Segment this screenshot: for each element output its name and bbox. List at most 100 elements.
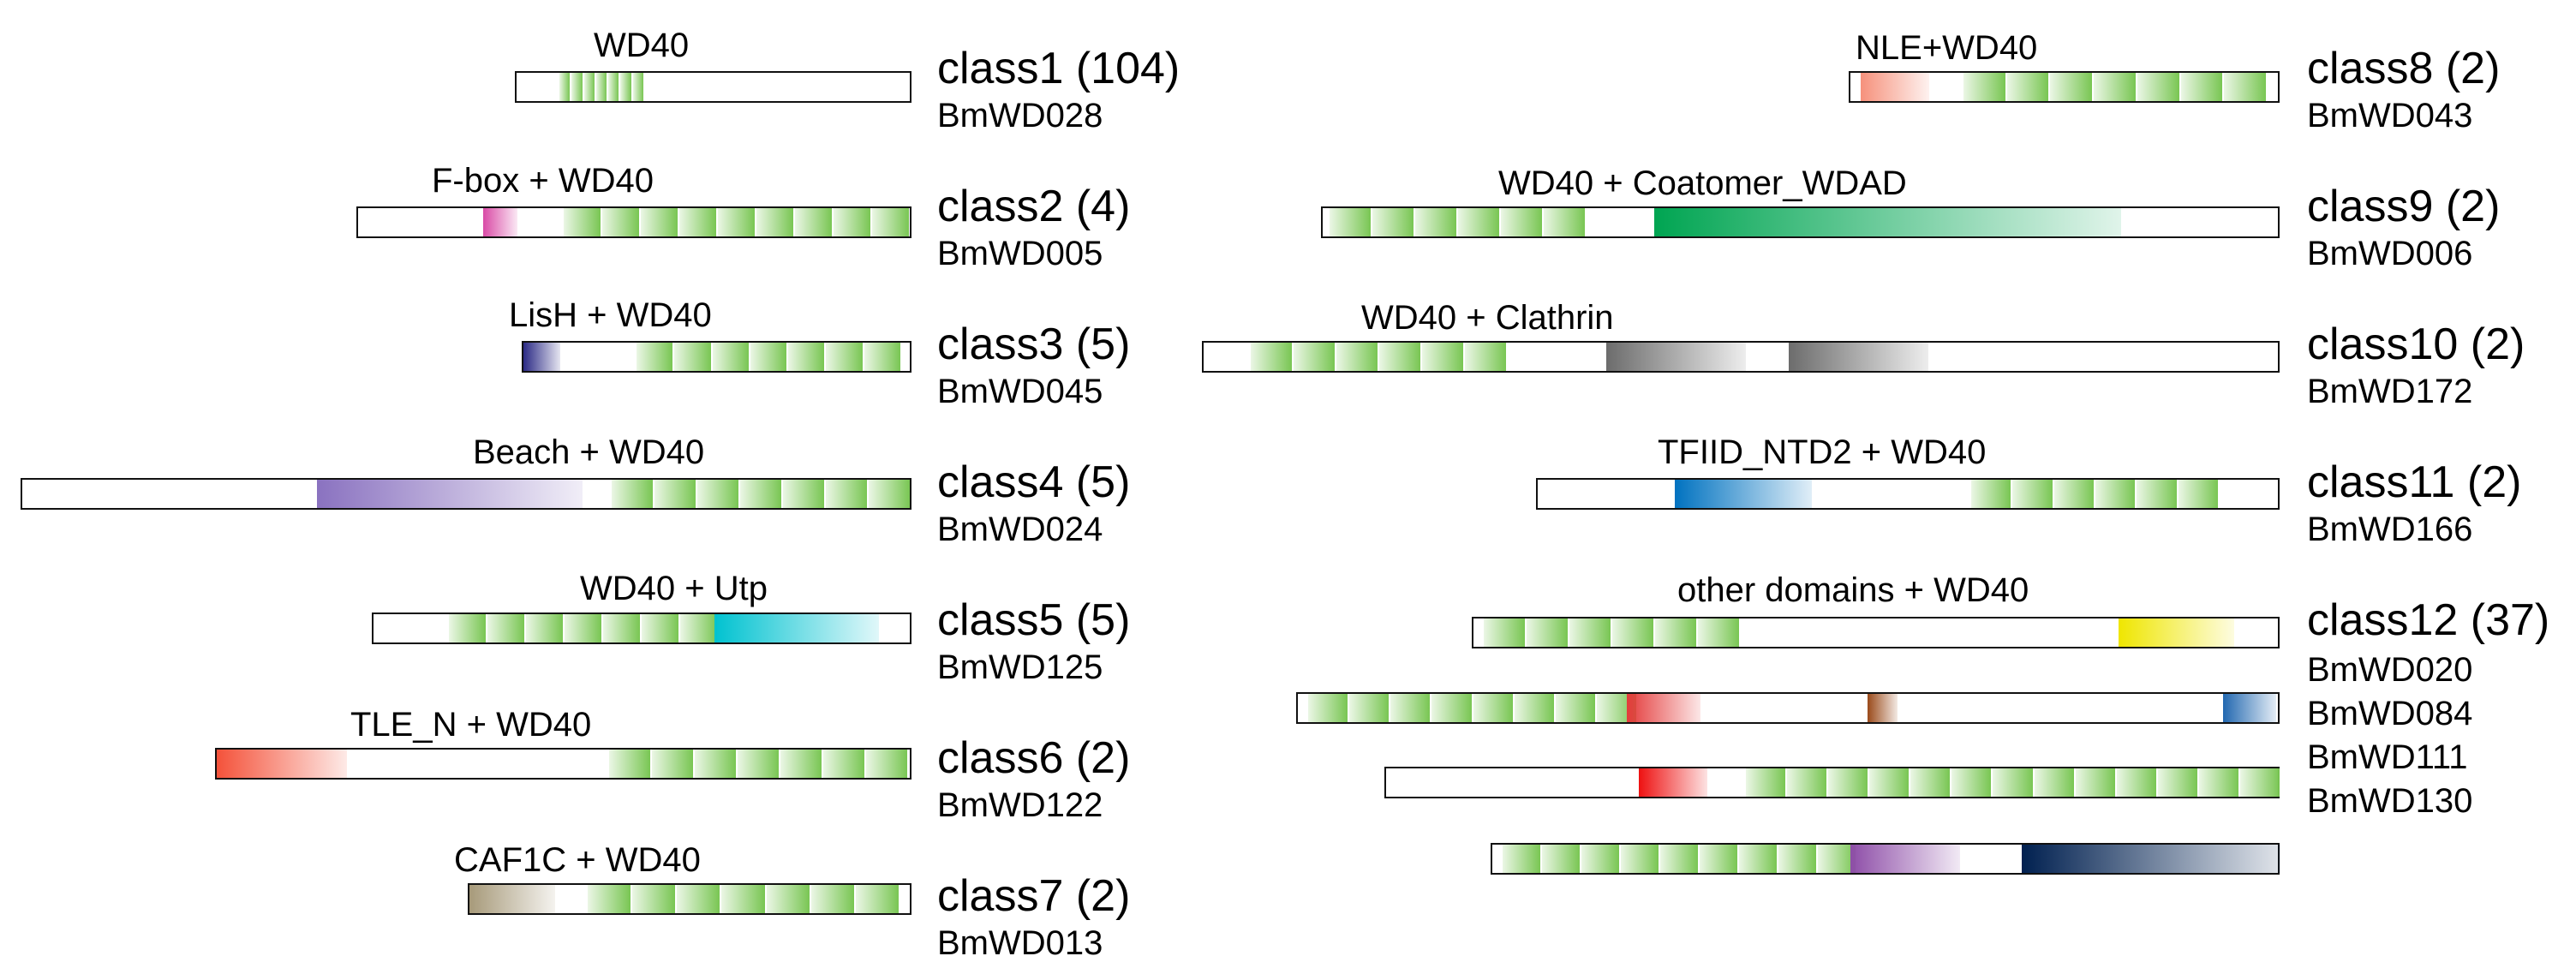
wd40-repeat <box>2137 480 2177 508</box>
wd40-repeat <box>1544 208 1585 236</box>
class3-protein-bar <box>522 341 911 373</box>
wd40-repeat <box>738 750 779 778</box>
class3-domain-title: LisH + WD40 <box>509 296 712 334</box>
class7-gene-id: BmWD013 <box>937 924 1103 962</box>
class12-protein-bar-3 <box>1384 767 2280 798</box>
class7-label: class7 (2) <box>937 871 1131 921</box>
wd40-repeat <box>1372 208 1414 236</box>
class2-domain-title: F-box + WD40 <box>432 162 654 200</box>
wd40-repeat <box>2094 73 2136 101</box>
wd40-repeat <box>632 73 643 101</box>
wd40-repeat <box>1458 208 1499 236</box>
wd40-repeat <box>487 614 524 642</box>
wd40-repeat <box>2180 73 2223 101</box>
wd40-repeat <box>449 614 486 642</box>
wd40-repeat <box>826 343 863 371</box>
wd40-repeat <box>1787 768 1827 797</box>
class12-label: class12 (37) <box>2307 595 2550 645</box>
wd40-repeat <box>695 750 736 778</box>
wd40-repeat <box>2006 73 2049 101</box>
wd40-repeat <box>632 885 676 913</box>
beach-domain <box>317 480 583 508</box>
wd40-repeat <box>2239 768 2280 797</box>
class5-label: class5 (5) <box>937 595 1131 645</box>
class12-domain-title: other domains + WD40 <box>1677 571 2029 609</box>
class1-label: class1 (104) <box>937 44 1180 93</box>
wd40-repeat <box>1503 845 1540 873</box>
class5-domain-title: WD40 + Utp <box>580 570 768 607</box>
class5-gene-id: BmWD125 <box>937 648 1103 686</box>
wd40-repeat <box>740 480 781 508</box>
other_navy-domain <box>2022 845 2280 873</box>
class7-domain-title: CAF1C + WD40 <box>454 841 701 879</box>
wd40-repeat <box>750 343 787 371</box>
wd40-repeat <box>1431 694 1472 722</box>
class4-label: class4 (5) <box>937 457 1131 507</box>
wd40-repeat <box>2012 480 2053 508</box>
wd40-repeat <box>1581 845 1619 873</box>
other_yellow-domain <box>2119 618 2234 647</box>
class12-gene-id-3: BmWD111 <box>2307 738 2468 776</box>
class3-gene-id: BmWD045 <box>937 373 1103 410</box>
wd40-repeat <box>2050 73 2093 101</box>
class12-gene-id-1: BmWD020 <box>2307 651 2473 689</box>
wd40-repeat <box>795 208 832 236</box>
class1-gene-id: BmWD028 <box>937 97 1103 134</box>
wd40-repeat <box>679 208 716 236</box>
class8-protein-bar <box>1849 71 2280 103</box>
wd40-repeat <box>559 73 571 101</box>
wd40-repeat <box>2198 768 2238 797</box>
class11-label: class11 (2) <box>2307 457 2522 507</box>
wd40-repeat <box>783 480 824 508</box>
class12-gene-id-4: BmWD130 <box>2307 782 2473 820</box>
wd40-repeat <box>583 73 595 101</box>
wd40-repeat <box>1308 694 1348 722</box>
wd40-repeat <box>595 73 607 101</box>
wd40-repeat <box>1294 343 1335 371</box>
wd40-repeat <box>620 73 631 101</box>
wd40-repeat <box>1484 618 1525 647</box>
wd40-repeat <box>652 750 693 778</box>
wd40-repeat <box>612 480 653 508</box>
wd40-repeat <box>1739 845 1777 873</box>
wd40-repeat <box>564 208 601 236</box>
wd40-repeat <box>637 343 673 371</box>
class9-gene-id: BmWD006 <box>2307 235 2473 272</box>
wd40-repeat <box>2224 73 2266 101</box>
wd40-repeat <box>1569 618 1611 647</box>
class6-domain-title: TLE_N + WD40 <box>350 706 592 744</box>
wd40-repeat <box>1330 208 1371 236</box>
wd40-repeat <box>1390 694 1431 722</box>
clathrin-domain <box>1789 343 1928 371</box>
wd40-repeat <box>697 480 738 508</box>
class11-domain-title: TFIID_NTD2 + WD40 <box>1658 433 1987 471</box>
wd40-repeat <box>609 750 650 778</box>
wd40-repeat <box>1778 845 1816 873</box>
class4-protein-bar <box>21 478 911 510</box>
wd40-repeat <box>823 750 864 778</box>
class2-protein-bar <box>356 206 911 238</box>
wd40-repeat <box>1869 768 1910 797</box>
wd40-repeat <box>1746 768 1786 797</box>
wd40-repeat <box>788 343 825 371</box>
class9-protein-bar <box>1321 206 2280 238</box>
wd40-repeat <box>721 885 765 913</box>
wd40-repeat <box>1951 768 1992 797</box>
class6-label: class6 (2) <box>937 733 1131 783</box>
class3-label: class3 (5) <box>937 320 1131 369</box>
wd40-repeat <box>641 208 678 236</box>
wd40-repeat <box>766 885 810 913</box>
wd40-repeat <box>1501 208 1542 236</box>
wd40-repeat <box>1415 208 1456 236</box>
caf1c-domain <box>469 885 555 913</box>
wd40-repeat <box>588 885 631 913</box>
wd40-repeat <box>2157 768 2197 797</box>
class5-protein-bar <box>372 612 911 644</box>
nle-domain <box>1861 73 1929 101</box>
wd40-repeat <box>1527 618 1568 647</box>
wd40-repeat <box>603 614 640 642</box>
class12-protein-bar-1 <box>1472 617 2280 648</box>
other_red-domain <box>1627 694 1700 722</box>
wd40-repeat <box>1910 768 1951 797</box>
wd40-repeat <box>1379 343 1420 371</box>
